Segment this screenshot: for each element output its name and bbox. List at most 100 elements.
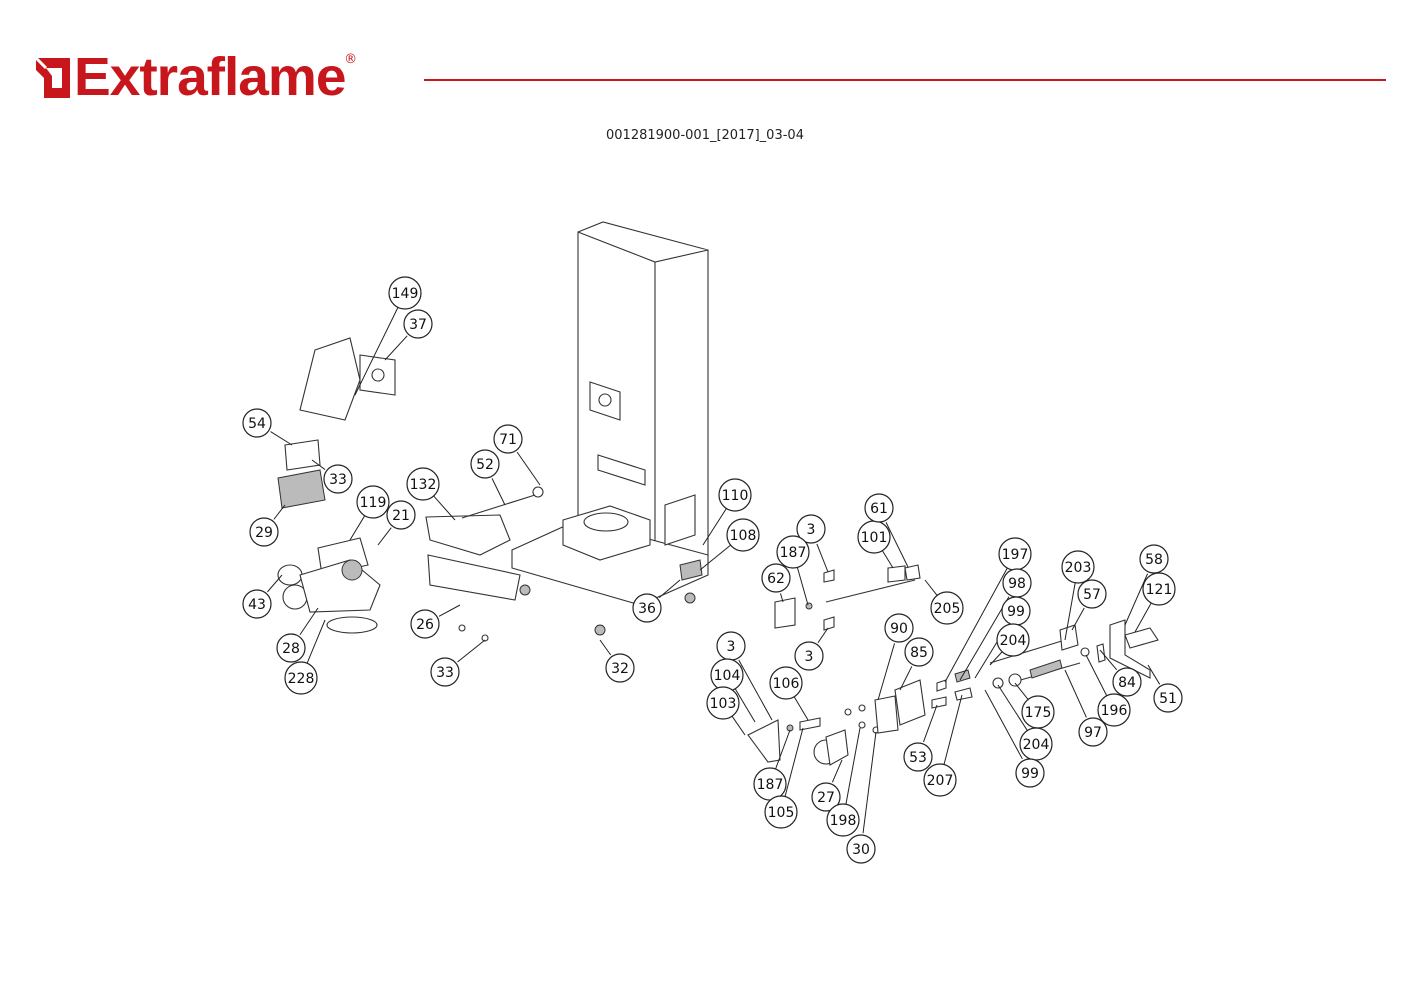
leader-line [658, 579, 681, 599]
leader-line [793, 696, 809, 721]
leader-line [1014, 682, 1029, 700]
leader-line [816, 543, 829, 573]
callout-132: 132 [406, 467, 456, 521]
leader-line [306, 619, 326, 664]
callout-circle [1061, 550, 1095, 584]
callout-circle [1139, 544, 1169, 574]
leader-line [270, 431, 293, 446]
callout-99: 99 [974, 596, 1031, 679]
callout-circle [923, 763, 957, 797]
callout-27: 27 [811, 759, 843, 812]
callout-198: 198 [826, 727, 861, 837]
extraflame-logo: Extraflame ® [34, 50, 357, 106]
part-number: 106 [773, 676, 800, 692]
leader-line [784, 727, 804, 797]
callout-30: 30 [846, 731, 877, 864]
callout-204: 204 [989, 623, 1030, 666]
callout-149: 149 [354, 276, 422, 396]
callout-circle [826, 803, 860, 837]
part-number: 228 [288, 671, 315, 687]
part-number: 32 [611, 661, 629, 677]
leader-line [377, 527, 392, 546]
leader-line [845, 727, 861, 805]
callout-circle [388, 276, 422, 310]
leader-line [775, 729, 791, 770]
callout-circle [242, 589, 272, 619]
callout-121: 121 [1134, 572, 1176, 633]
part-number: 33 [436, 665, 454, 681]
leader-line [702, 508, 727, 546]
part-number: 84 [1118, 675, 1136, 691]
callout-circle [1077, 579, 1107, 609]
callout-circle [903, 742, 933, 772]
part-number: 33 [329, 472, 347, 488]
part-number: 3 [807, 522, 816, 538]
callout-circle [403, 309, 433, 339]
leader-line [943, 694, 963, 765]
leader-line [924, 579, 938, 596]
leader-line [699, 544, 731, 571]
callout-circle [1153, 683, 1183, 713]
callout-37: 37 [384, 309, 433, 361]
part-number: 175 [1025, 705, 1052, 721]
callout-203: 203 [1061, 550, 1095, 641]
leader-line [1134, 602, 1152, 633]
leader-line [433, 495, 456, 521]
callout-3: 3 [794, 627, 829, 671]
part-number: 99 [1007, 604, 1025, 620]
leader-line [354, 307, 399, 396]
leader-line [734, 688, 756, 723]
callout-101: 101 [857, 520, 894, 569]
callout-circle [718, 478, 752, 512]
part-number: 62 [767, 571, 785, 587]
part-number: 104 [714, 668, 741, 684]
part-number: 27 [817, 790, 835, 806]
leader-line [831, 759, 843, 783]
callout-207: 207 [923, 694, 963, 797]
leader-line [877, 643, 896, 701]
part-number: 30 [852, 842, 870, 858]
callout-circle [410, 609, 440, 639]
part-number: 119 [360, 495, 387, 511]
callout-110: 110 [702, 478, 752, 546]
part-number: 110 [722, 488, 749, 504]
part-number: 21 [392, 508, 410, 524]
part-number: 149 [392, 286, 419, 302]
callout-circle [794, 641, 824, 671]
callout-circle [249, 517, 279, 547]
callout-98: 98 [959, 568, 1032, 681]
part-number: 205 [934, 601, 961, 617]
callout-circle [493, 424, 523, 454]
part-number: 204 [1023, 737, 1050, 753]
callout-108: 108 [699, 518, 760, 571]
leader-line [273, 504, 286, 520]
document-code: 001281900-001_[2017]_03-04 [606, 128, 804, 143]
brand-name: Extraflame [74, 47, 346, 107]
callout-3: 3 [796, 514, 829, 573]
callout-circle [323, 464, 353, 494]
leader-line [817, 627, 829, 644]
callout-196: 196 [1085, 654, 1131, 727]
leader-line [997, 684, 1028, 731]
leader-line [1064, 582, 1076, 641]
callout-circle [726, 518, 760, 552]
callout-90: 90 [877, 613, 914, 701]
leader-line [457, 639, 486, 663]
callout-21: 21 [377, 500, 416, 546]
leader-line [899, 666, 913, 691]
leader-line [491, 478, 506, 506]
callout-28: 28 [276, 607, 319, 663]
leader-line [923, 704, 938, 743]
part-number: 101 [861, 530, 888, 546]
leader-line [1064, 669, 1087, 718]
leader-line [881, 550, 894, 569]
callout-circle [356, 485, 390, 519]
header-rule [424, 79, 1386, 81]
callout-circle [1078, 717, 1108, 747]
callout-circle [276, 633, 306, 663]
part-number: 197 [1002, 547, 1029, 563]
callout-circle [930, 591, 964, 625]
callout-51: 51 [1147, 664, 1183, 713]
part-number: 51 [1159, 691, 1177, 707]
